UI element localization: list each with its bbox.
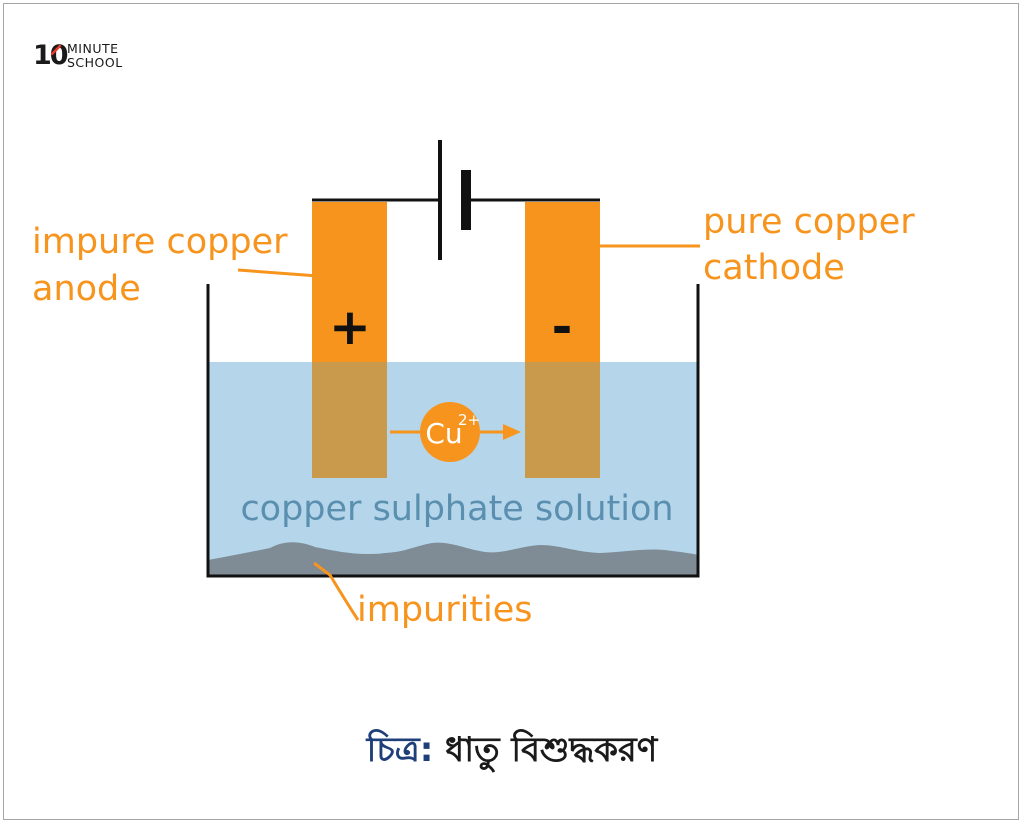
electrolytic-tank [206, 284, 700, 578]
copper-ion-charge: 2+ [458, 411, 480, 429]
copper-ion-circle [420, 402, 480, 462]
copper-sulphate-solution [208, 362, 698, 576]
anode-pointer-line [237, 268, 319, 278]
logo-word-minute: MINUTE [67, 41, 119, 56]
impurities-sediment [208, 542, 698, 576]
image-frame [3, 3, 1019, 820]
caption-text: ধাতু বিশুদ্ধকরণ [445, 730, 658, 770]
anode-label-line2: anode [32, 269, 141, 309]
cathode-label-line1: pure copper [703, 202, 915, 242]
solution-label: copper sulphate solution [240, 489, 673, 529]
logo-word-school: SCHOOL [67, 55, 123, 70]
ten-minute-school-logo: 10 MINUTE SCHOOL [33, 40, 143, 74]
cathode-minus-sign: - [552, 298, 573, 356]
copper-ion-symbol: Cu [425, 417, 462, 450]
impurities-label: impurities [357, 590, 533, 630]
impurities-pointer-line [313, 561, 360, 621]
cathode-electrode-submerged [525, 362, 600, 478]
caption-prefix: চিত্র: [366, 730, 434, 770]
anode-label-line1: impure copper [32, 222, 288, 262]
logo-number: 10 [33, 40, 69, 71]
anode-electrode-top [312, 202, 387, 362]
ion-arrow-head-icon [503, 424, 521, 440]
logo-accent-icon [51, 45, 61, 55]
anode-plus-sign: + [329, 298, 371, 356]
cathode-label-line2: cathode [703, 248, 845, 288]
cathode-electrode-top [525, 202, 600, 362]
figure-caption: চিত্র: ধাতু বিশুদ্ধকরণ [0, 728, 1024, 772]
anode-electrode-submerged [312, 362, 387, 478]
